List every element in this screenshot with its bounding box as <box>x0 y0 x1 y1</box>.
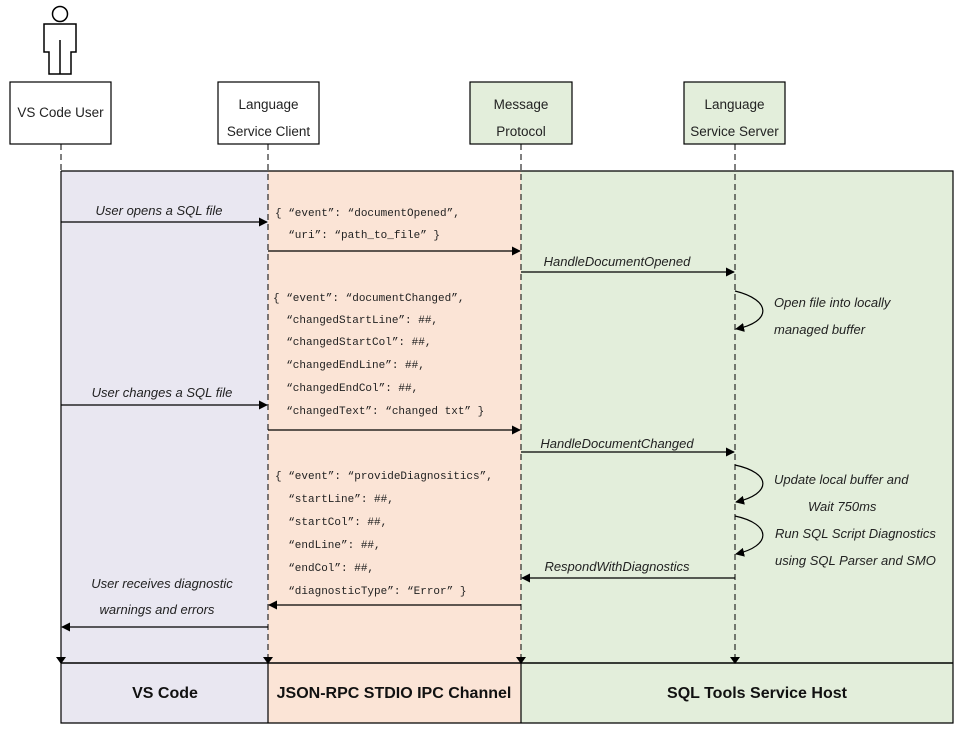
vscode-zone <box>61 171 268 723</box>
participant-language-service-server: Language Service Server <box>683 81 786 145</box>
payload-changed-line: “changedEndLine”: ##, <box>273 360 425 372</box>
lifeline-end-client <box>263 657 273 664</box>
lifeline-end-user <box>56 657 66 664</box>
payload-diagnostics-line: “startCol”: ##, <box>275 517 387 529</box>
participant-vs-code-user: VS Code User <box>9 81 112 145</box>
lifeline-end-protocol <box>516 657 526 664</box>
payload-changed-line: { “event”: “documentChanged”, <box>273 293 464 305</box>
note-open-buffer-line1: Open file into locally <box>774 295 892 310</box>
self-loop-update-buffer <box>734 464 764 505</box>
self-loop-run-diagnostics <box>734 515 764 557</box>
participant-label: Message <box>494 97 549 112</box>
participant-label: VS Code User <box>17 105 104 120</box>
note-update-buffer-line2: Wait 750ms <box>808 499 877 514</box>
participant-language-service-client: Language Service Client <box>217 81 320 145</box>
payload-opened-line: “uri”: “path_to_file” } <box>275 230 440 242</box>
payload-changed-line: “changedText”: “changed txt” } <box>273 406 484 418</box>
payload-opened-line: { “event”: “documentOpened”, <box>275 208 460 220</box>
message-open-file: User opens a SQL file <box>96 203 223 218</box>
participant-label: Language <box>704 97 764 112</box>
lifeline-end-server <box>730 657 740 664</box>
participant-label: Protocol <box>496 124 546 139</box>
participant-label: Language <box>238 97 298 112</box>
message-change-file: User changes a SQL file <box>92 385 233 400</box>
participant-label: Service Client <box>227 124 311 139</box>
payload-changed-line: “changedStartLine”: ##, <box>273 315 438 327</box>
payload-diagnostics-line: “endCol”: ##, <box>275 563 374 575</box>
note-run-diagnostics-line1: Run SQL Script Diagnostics <box>775 526 936 541</box>
message-handle-changed: HandleDocumentChanged <box>540 436 694 451</box>
note-run-diagnostics-line2: using SQL Parser and SMO <box>775 553 936 568</box>
host-zone <box>521 171 953 723</box>
zone-label-vscode: VS Code <box>132 685 198 702</box>
user-stick-figure-icon <box>43 5 77 75</box>
participant-label: Service Server <box>690 124 779 139</box>
zone-label-ipc: JSON-RPC STDIO IPC Channel <box>277 685 512 702</box>
self-loop-open-buffer <box>734 290 764 332</box>
payload-diagnostics-line: “startLine”: ##, <box>275 494 394 506</box>
payload-diagnostics-line: { “event”: “provideDiagnositics”, <box>275 471 493 483</box>
message-receives-line2: warnings and errors <box>100 602 215 617</box>
note-update-buffer-line1: Update local buffer and <box>774 472 909 487</box>
payload-changed-line: “changedEndCol”: ##, <box>273 383 418 395</box>
note-open-buffer-line2: managed buffer <box>774 322 866 337</box>
payload-diagnostics-line: “diagnosticType”: “Error” } <box>275 586 466 598</box>
payload-changed-line: “changedStartCol”: ##, <box>273 337 431 349</box>
participant-message-protocol: Message Protocol <box>469 81 573 145</box>
zone-label-host: SQL Tools Service Host <box>667 685 848 702</box>
payload-diagnostics-line: “endLine”: ##, <box>275 540 381 552</box>
message-respond-diagnostics: RespondWithDiagnostics <box>544 559 690 574</box>
ipc-zone <box>268 171 521 723</box>
message-handle-opened: HandleDocumentOpened <box>544 254 691 269</box>
message-receives-line1: User receives diagnostic <box>91 576 233 591</box>
